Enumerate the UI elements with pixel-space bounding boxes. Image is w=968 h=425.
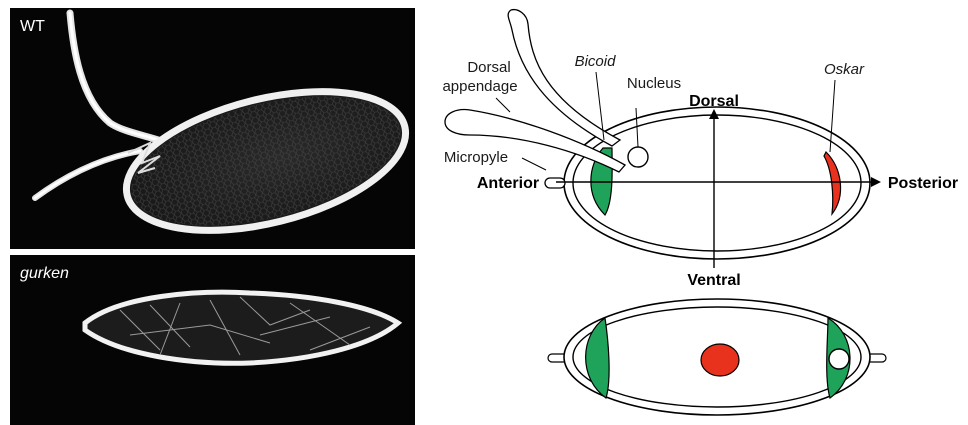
nucleus-shape [628,147,648,167]
dorsal-appendage-label-1: Dorsal [467,59,510,76]
nucleus-label: Nucleus [627,75,681,92]
dorsal-appendage-label-2: appendage [442,78,517,95]
ventral-label: Ventral [687,272,740,289]
posterior-label: Posterior [888,175,958,192]
anterior-label: Anterior [477,175,539,192]
oskar-central-spot [701,344,739,376]
dorsal-label: Dorsal [689,93,739,110]
micropyle-shape [545,178,565,188]
upper-egg-oocyte [573,115,861,251]
lower-egg [548,299,886,415]
micropyle-label: Micropyle [444,149,508,166]
bicoid-label: Bicoid [575,53,617,70]
oskar-label: Oskar [824,61,865,78]
micropyle-leader [522,158,546,170]
dorsal-appendage-leader [496,98,510,112]
lower-egg-nucleus [829,349,849,369]
